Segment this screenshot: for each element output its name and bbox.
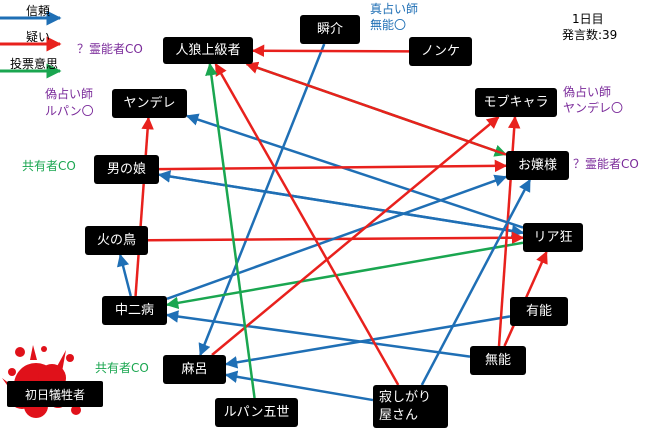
annotation-munou-maru: 無能〇 [370, 18, 407, 32]
annotation-nise-uranai-mobu: 偽占い師 [563, 85, 612, 99]
edge-trust-riajuu-to-yandere [185, 113, 524, 229]
edge-trust-samishigari-to-maro [224, 370, 374, 402]
node-maro[interactable]: 麻呂 [163, 355, 226, 384]
edge-suspicion-nonke-to-jinrou [251, 44, 410, 57]
edge-trust-munou-to-chuunibyou [165, 310, 471, 358]
annotation-nise-uranai-yandere: 偽占い師 [45, 87, 94, 101]
node-jinrou-joukyuusha[interactable]: 人狼上級者 [163, 37, 253, 64]
node-chuunibyou[interactable]: 中二病 [102, 296, 167, 325]
annotation-reinou-q-ojousama: ？霊能者CO [573, 157, 639, 171]
legend-suspicion-label: 疑い [26, 30, 51, 44]
annotation-yandere-maru: ヤンデレ〇 [563, 101, 624, 115]
node-mobukyara[interactable]: モブキャラ [475, 88, 557, 117]
edge-suspicion-ojousama-to-jinrou [245, 61, 507, 156]
node-yandere[interactable]: ヤンデレ [112, 89, 187, 118]
legend [0, 10, 62, 79]
node-hinotori[interactable]: 火の鳥 [85, 226, 148, 255]
edge-trust-chuunibyou-to-hinotori [116, 253, 132, 297]
node-yuunou[interactable]: 有能 [510, 297, 568, 326]
node-nonke[interactable]: ノンケ [409, 37, 472, 66]
edge-suspicion-chuunibyou-to-yandere [134, 116, 154, 297]
edge-suspicion-samishigari-to-jinrou [214, 62, 400, 386]
node-lupin-gosei[interactable]: ルパン五世 [215, 398, 298, 427]
node-otokonoko[interactable]: 男の娘 [94, 155, 159, 184]
node-samishigari-yasan[interactable]: 寂しがり 屋さん [373, 385, 448, 428]
edge-trust-samishigari-to-ojousama [420, 178, 531, 386]
edge-suspicion-otokonoko-to-ojousama [158, 159, 508, 173]
first-day-victim-label: 初日犠牲者 [7, 381, 103, 407]
annotation-shin-uranai: 真占い師 [370, 2, 419, 16]
edge-trust-chuunibyou-to-ojousama [166, 174, 508, 300]
annotation-kyouyuu-otokonoko: 共有者CO [22, 159, 76, 173]
edge-trust-yuunou-to-maro [224, 315, 511, 369]
edge-vote-riajuu-to-chuunibyou [165, 241, 524, 310]
annotation-lupin-maru: ルパン〇 [45, 104, 94, 118]
edge-trust-shunsuke-to-maro [198, 43, 326, 357]
node-ojousama[interactable]: お嬢様 [506, 151, 569, 180]
edge-suspicion-maro-to-mobukyara [211, 116, 500, 356]
legend-vote-label: 投票意思 [10, 57, 59, 71]
node-munou[interactable]: 無能 [470, 346, 526, 375]
legend-trust-label: 信頼 [26, 4, 51, 18]
edge-vote-lupin-to-jinrou [205, 62, 256, 399]
node-riajuu[interactable]: リア狂 [523, 223, 583, 252]
annotation-reinou-q-jinrou: ？霊能者CO [77, 42, 143, 56]
annotation-kyouyuu-maro: 共有者CO [95, 361, 149, 375]
day-label: 1日目 [572, 12, 604, 26]
edges-layer [116, 43, 548, 402]
speech-count: 発言数:39 [562, 28, 618, 42]
node-shunsuke[interactable]: 瞬介 [300, 15, 360, 44]
edge-trust-otokonoko-to-riajuu [158, 173, 525, 238]
